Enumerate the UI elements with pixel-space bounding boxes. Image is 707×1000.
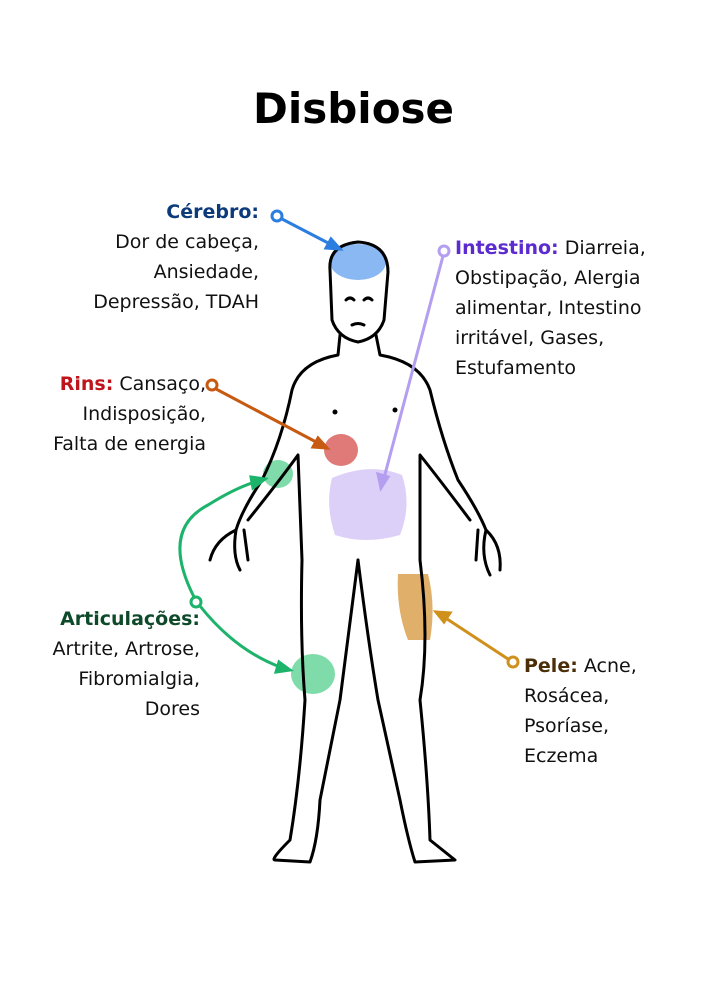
pele-connector <box>432 610 520 669</box>
articulacoes-line: Fibromialgia, <box>78 668 200 690</box>
cerebro-line: Ansiedade, <box>153 261 259 283</box>
intestino-line: Diarreia, <box>558 237 646 259</box>
pele-line: Eczema <box>524 745 599 767</box>
articulacoes-label: Articulações: Artrite, Artrose, Fibromia… <box>53 604 200 724</box>
cerebro-connector <box>270 209 344 251</box>
cerebro-title: Cérebro: <box>166 201 259 223</box>
cerebro-line: Depressão, TDAH <box>93 291 259 313</box>
rins-label: Rins: Cansaço, Indisposição, Falta de en… <box>53 369 206 459</box>
intestino-label: Intestino: Diarreia, Obstipação, Alergia… <box>455 233 646 383</box>
intestino-line: Obstipação, Alergia <box>455 267 641 289</box>
intestino-line: irritável, Gases, <box>455 327 605 349</box>
kidney-area <box>324 434 358 466</box>
articulacoes-line: Dores <box>144 698 200 720</box>
page-title: Disbiose <box>252 84 455 133</box>
articulacoes-title: Articulações: <box>60 608 200 630</box>
pele-label: Pele: Acne, Rosácea, Psoríase, Eczema <box>524 651 637 771</box>
intestino-connector <box>376 244 451 492</box>
elbow-joint-area <box>263 460 293 488</box>
articulacoes-connector <box>178 475 294 674</box>
skin-area <box>397 574 433 640</box>
pele-line: Psoríase, <box>524 715 610 737</box>
rins-line: Falta de energia <box>53 433 206 455</box>
intestino-line: Estufamento <box>455 357 577 379</box>
knee-joint-area <box>291 654 335 694</box>
articulacoes-line: Artrite, Artrose, <box>52 638 200 660</box>
pele-title: Pele: <box>524 655 578 677</box>
pele-line: Rosácea, <box>524 685 610 707</box>
body-outline <box>208 240 502 864</box>
intestine-area <box>329 469 407 540</box>
rins-line: Cansaço, <box>113 373 206 395</box>
brain-area <box>330 244 386 280</box>
rins-title: Rins: <box>59 373 114 395</box>
intestino-line: alimentar, Intestino <box>455 297 642 319</box>
cerebro-label: Cérebro: Dor de cabeça, Ansiedade, Depre… <box>93 197 259 317</box>
rins-line: Indisposição, <box>82 403 207 425</box>
rins-connector <box>205 378 331 450</box>
cerebro-line: Dor de cabeça, <box>115 231 259 253</box>
intestino-title: Intestino: <box>455 237 559 259</box>
pele-line: Acne, <box>577 655 637 677</box>
